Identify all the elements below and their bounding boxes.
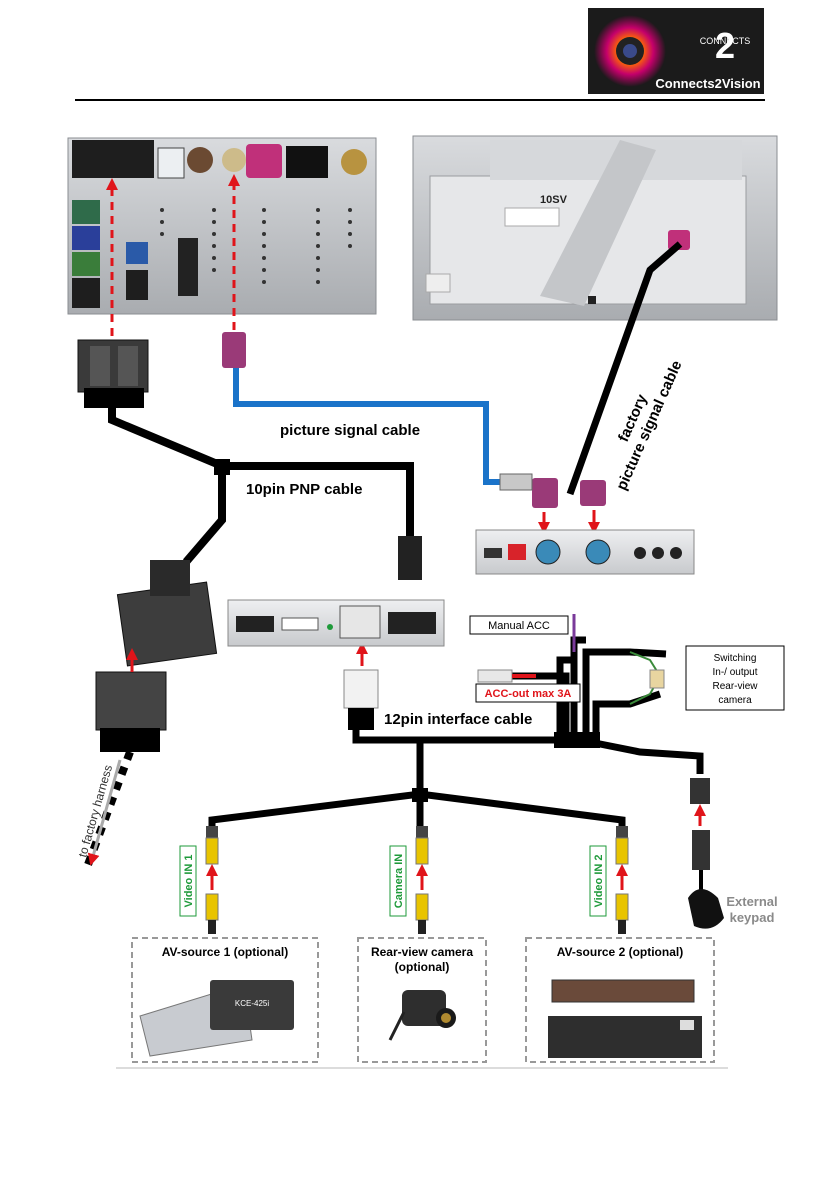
external-keypad-label-2: keypad	[730, 910, 775, 925]
factory-harness-cable	[82, 750, 134, 872]
video-in-1-tag: Video IN 1	[179, 845, 197, 917]
video-in-2-label: Video IN 2	[593, 855, 605, 908]
av-source-1-panel: AV-source 1 (optional) KCE-425i	[131, 937, 319, 1063]
acc-out-connector	[477, 669, 513, 683]
cable-junction	[554, 732, 600, 748]
camera-in-tag: Camera IN	[389, 845, 407, 917]
display-photo: 10SV	[412, 135, 778, 321]
fakra-connector-radio	[222, 332, 246, 368]
av-source-2-label: AV-source 2 (optional)	[557, 945, 683, 959]
manual-acc-label: Manual ACC	[488, 620, 550, 632]
factory-harness-arrow	[87, 759, 122, 866]
logo-brand: Connects2Vision	[655, 76, 760, 91]
kce-label: KCE-425i	[235, 999, 269, 1008]
switching-fuse	[649, 669, 665, 689]
interface-cable	[208, 636, 704, 828]
av-source-1-label: AV-source 1 (optional)	[162, 945, 288, 959]
red-arrows	[106, 174, 706, 890]
fakra-connector-box-right	[580, 480, 606, 506]
picture-signal-cable	[233, 366, 514, 485]
external-keypad-label-1: External	[726, 894, 777, 909]
keypad-connector	[688, 778, 724, 929]
main-interface-box	[227, 599, 445, 647]
pnp-cable-label: 10pin PNP cable	[246, 481, 362, 498]
switching-label-1: Switching	[714, 653, 757, 664]
manual-acc-box	[469, 615, 569, 635]
rear-camera-label-1: Rear-view camera	[371, 945, 473, 959]
switching-label-2: In-/ output	[712, 667, 757, 678]
acc-out-label: ACC-out max 3A	[485, 688, 572, 700]
fakra-connector-box-left	[532, 478, 558, 508]
interface-cable-label: 12pin interface cable	[384, 711, 532, 728]
switching-box	[685, 645, 785, 711]
head-unit-photo	[67, 137, 377, 315]
video-in-1-label: Video IN 1	[183, 855, 195, 908]
interface-connector	[343, 669, 379, 709]
logo-word: CONNECTS	[700, 36, 751, 46]
video-interface-box	[475, 529, 695, 575]
rear-camera-panel: Rear-view camera (optional)	[357, 937, 487, 1063]
pnp-connector-bottom	[95, 560, 218, 752]
camera-in-label: Camera IN	[393, 854, 405, 908]
pnp-box-connector	[398, 536, 422, 580]
pnp-connector-top	[77, 339, 149, 408]
factory-picture-signal-cable	[566, 241, 683, 496]
header-logo: 2 CONNECTS Connects2Vision	[588, 8, 764, 94]
av-source-2-panel: AV-source 2 (optional)	[525, 937, 715, 1063]
rear-camera-label-2: (optional)	[395, 960, 450, 974]
pnp-cable	[108, 408, 414, 565]
acc-out-box	[475, 683, 581, 703]
video-in-2-tag: Video IN 2	[589, 845, 607, 917]
fakra-adapter	[499, 473, 533, 491]
logo-mark: 2	[715, 25, 735, 66]
switching-label-4: camera	[718, 695, 752, 706]
rca-plugs	[205, 826, 629, 934]
picture-signal-cable-label: picture signal cable	[280, 422, 420, 439]
display-label: 10SV	[540, 194, 568, 206]
switching-label-3: Rear-view	[712, 681, 758, 692]
